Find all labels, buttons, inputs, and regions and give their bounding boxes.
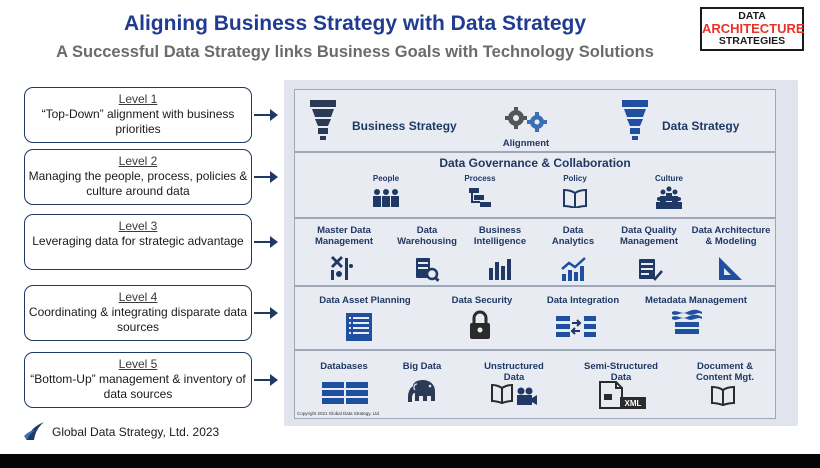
- xml-label: XML: [625, 399, 642, 408]
- arrow-icon: [254, 171, 278, 183]
- triangle-ruler-icon: [719, 257, 742, 280]
- arrow-icon: [254, 109, 278, 121]
- level-title: Level 4: [118, 290, 158, 304]
- level-3-box: Level 3 Leveraging data for strategic ad…: [24, 214, 252, 270]
- dq-label: Data Quality Management: [619, 225, 679, 248]
- logo-line-2: ARCHITECTURE: [702, 21, 805, 37]
- level-text: “Bottom-Up” management & inventory of da…: [30, 372, 246, 401]
- lightbulb-icon: [622, 100, 648, 140]
- level-text: “Top-Down” alignment with business prior…: [41, 107, 235, 136]
- bi-label: Business Intelligence: [473, 225, 527, 248]
- row-sources: [294, 350, 776, 419]
- company-logo: DATA ARCHITECTURE STRATEGIES: [700, 7, 805, 51]
- people-label: People: [372, 174, 400, 183]
- integration-label: Data Integration: [546, 295, 620, 306]
- semi-structured-label: Semi-Structured Data: [584, 361, 658, 384]
- level-text: Managing the people, process, policies &…: [28, 169, 248, 198]
- page-title: Aligning Business Strategy with Data Str…: [123, 12, 587, 35]
- logo-line-1: DATA: [738, 10, 766, 22]
- elephant-icon: [408, 380, 435, 402]
- level-text: Leveraging data for strategic advantage: [32, 234, 244, 248]
- analytics-chart-icon: [561, 257, 586, 281]
- copyright-text: Copyright 2021 Global Data Strategy, Ltd: [297, 411, 379, 416]
- metadata-label: Metadata Management: [645, 295, 747, 306]
- level-title: Level 5: [118, 357, 158, 371]
- bottom-bar: [0, 454, 820, 468]
- level-title: Level 1: [118, 92, 158, 106]
- analytics-label: Data Analytics: [551, 225, 595, 248]
- arrow-icon: [254, 236, 278, 248]
- big-data-label: Big Data: [402, 361, 442, 372]
- level-1-box: Level 1 “Top-Down” alignment with busine…: [24, 87, 252, 143]
- security-label: Data Security: [451, 295, 513, 306]
- process-icon: [469, 188, 491, 207]
- process-label: Process: [464, 174, 496, 183]
- gears-icon: [505, 107, 547, 132]
- culture-icon: [656, 186, 682, 209]
- footer-text: Global Data Strategy, Ltd. 2023: [52, 425, 220, 439]
- lightbulb-icon: [310, 100, 336, 140]
- logo-line-3: STRATEGIES: [718, 34, 786, 47]
- ledger-icon: [346, 313, 372, 341]
- level-text: Coordinating & integrating disparate dat…: [28, 305, 248, 334]
- mdm-label: Master Data Management: [314, 225, 374, 248]
- databases-label: Databases: [320, 361, 368, 372]
- book-camera-icon: [491, 383, 537, 405]
- xml-file-icon: XML: [599, 381, 646, 409]
- warehousing-label: Data Warehousing: [397, 225, 457, 248]
- lock-icon: [470, 310, 490, 339]
- level-5-box: Level 5 “Bottom-Up” management & invento…: [24, 352, 252, 408]
- asset-planning-label: Data Asset Planning: [319, 295, 411, 306]
- level-title: Level 2: [118, 154, 158, 168]
- alignment-label: Alignment: [502, 138, 550, 149]
- policy-label: Policy: [563, 174, 587, 183]
- level-2-box: Level 2 Managing the people, process, po…: [24, 149, 252, 205]
- company-mark-icon: [24, 422, 44, 440]
- metadata-icon: [672, 309, 702, 334]
- mdm-icon: [331, 256, 353, 280]
- culture-label: Culture: [655, 174, 683, 183]
- data-strategy-label: Data Strategy: [662, 119, 740, 133]
- bar-chart-icon: [489, 259, 511, 280]
- checklist-icon: [639, 259, 663, 281]
- page-subtitle: A Successful Data Strategy links Busines…: [56, 43, 654, 61]
- arrow-icon: [254, 374, 278, 386]
- arrow-icon: [254, 307, 278, 319]
- book-icon: [563, 188, 587, 208]
- business-strategy-label: Business Strategy: [352, 119, 457, 133]
- architecture-label: Data Architecture & Modeling: [691, 225, 771, 248]
- database-icon: [322, 382, 368, 404]
- document-content-label: Document & Content Mgt.: [695, 361, 755, 384]
- level-4-box: Level 4 Coordinating & integrating dispa…: [24, 285, 252, 341]
- document-book-icon: [711, 385, 735, 407]
- row-capabilities: [294, 218, 776, 286]
- warehouse-icon: [416, 258, 440, 282]
- unstructured-label: Unstructured Data: [484, 361, 544, 384]
- level-title: Level 3: [118, 219, 158, 233]
- governance-title: Data Governance & Collaboration: [439, 156, 631, 170]
- people-icon: [373, 189, 399, 207]
- integration-icon: [556, 316, 596, 337]
